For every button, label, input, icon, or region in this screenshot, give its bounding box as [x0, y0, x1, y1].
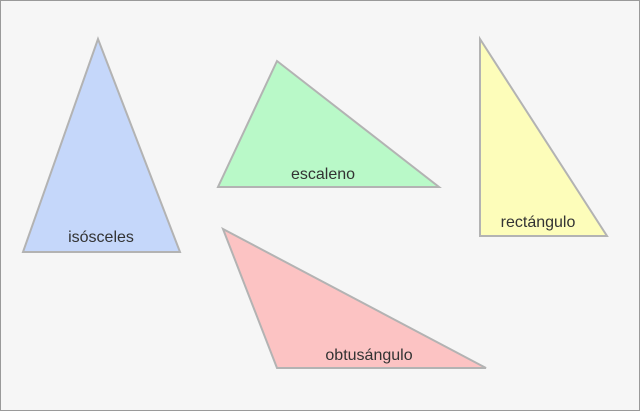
label-scalene: escaleno [291, 166, 355, 183]
triangle-scalene [216, 59, 442, 188]
triangle-right [479, 35, 609, 237]
triangle-obtuse [221, 226, 487, 369]
label-obtuse: obtusángulo [325, 347, 412, 364]
label-isosceles: isósceles [68, 229, 134, 246]
label-right: rectángulo [501, 214, 576, 231]
triangle-isosceles [21, 36, 182, 253]
